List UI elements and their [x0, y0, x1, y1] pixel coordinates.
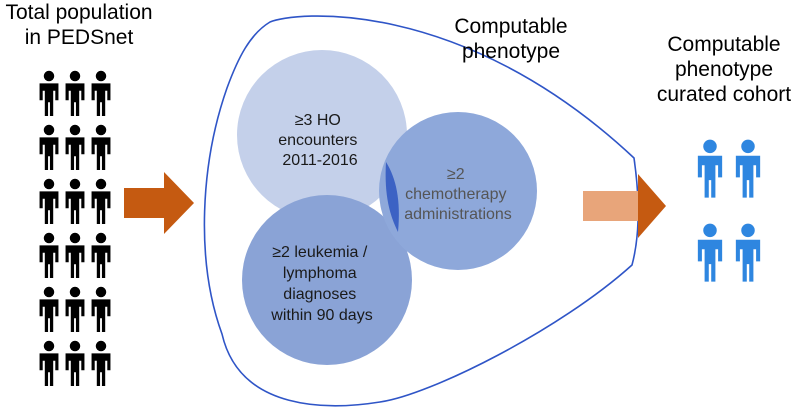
person-icon [65, 124, 85, 170]
ho-encounters-circle [237, 50, 407, 220]
person-icon [91, 232, 111, 278]
chemotherapy-circle [379, 112, 537, 270]
person-icon [39, 70, 59, 116]
curated-cohort-title: Computable phenotype curated cohort [656, 33, 792, 107]
person-icon [735, 223, 761, 282]
person-icon [39, 286, 59, 332]
arrow-into-funnel [124, 172, 194, 234]
population-people-grid [39, 70, 111, 386]
arrow-out-head [638, 174, 666, 238]
chemotherapy-label: ≥2 chemotherapy administrations [404, 166, 512, 223]
total-population-title: Total population in PEDSnet [5, 1, 153, 50]
person-icon [91, 178, 111, 224]
person-icon [697, 139, 723, 198]
ho-encounters-label: ≥3 HO encounters 2011-2016 [278, 112, 362, 169]
person-icon [91, 124, 111, 170]
person-icon [697, 223, 723, 282]
cohort-people-grid [697, 139, 761, 282]
person-icon [65, 286, 85, 332]
person-icon [65, 178, 85, 224]
person-icon [65, 70, 85, 116]
arrow-out-body [583, 191, 638, 221]
person-icon [65, 340, 85, 386]
overlap-region [385, 162, 399, 232]
person-icon [65, 232, 85, 278]
diagnoses-circle [242, 195, 412, 365]
person-icon [735, 139, 761, 198]
diagnoses-label: ≥2 leukemia / lymphoma diagnoses within … [270, 244, 372, 324]
person-icon [91, 340, 111, 386]
person-icon [91, 286, 111, 332]
computable-phenotype-title: Computable phenotype [454, 15, 568, 64]
person-icon [39, 340, 59, 386]
person-icon [91, 70, 111, 116]
person-icon [39, 232, 59, 278]
funnel-outline [203, 15, 640, 407]
person-icon [39, 178, 59, 224]
person-icon [39, 124, 59, 170]
